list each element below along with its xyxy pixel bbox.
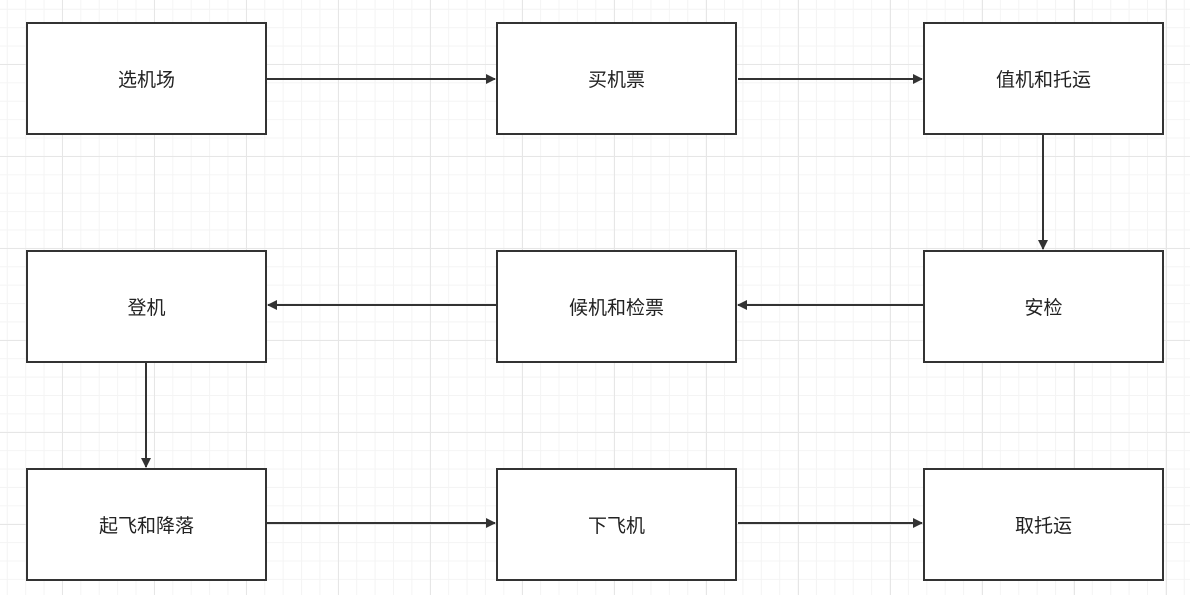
node-wait-ticket-check[interactable]: 候机和检票: [496, 250, 737, 363]
node-check-in[interactable]: 值机和托运: [923, 22, 1164, 135]
node-deplane[interactable]: 下飞机: [496, 468, 737, 581]
node-takeoff-landing[interactable]: 起飞和降落: [26, 468, 267, 581]
node-boarding[interactable]: 登机: [26, 250, 267, 363]
node-security[interactable]: 安检: [923, 250, 1164, 363]
node-choose-airport[interactable]: 选机场: [26, 22, 267, 135]
node-baggage-claim[interactable]: 取托运: [923, 468, 1164, 581]
node-buy-ticket[interactable]: 买机票: [496, 22, 737, 135]
